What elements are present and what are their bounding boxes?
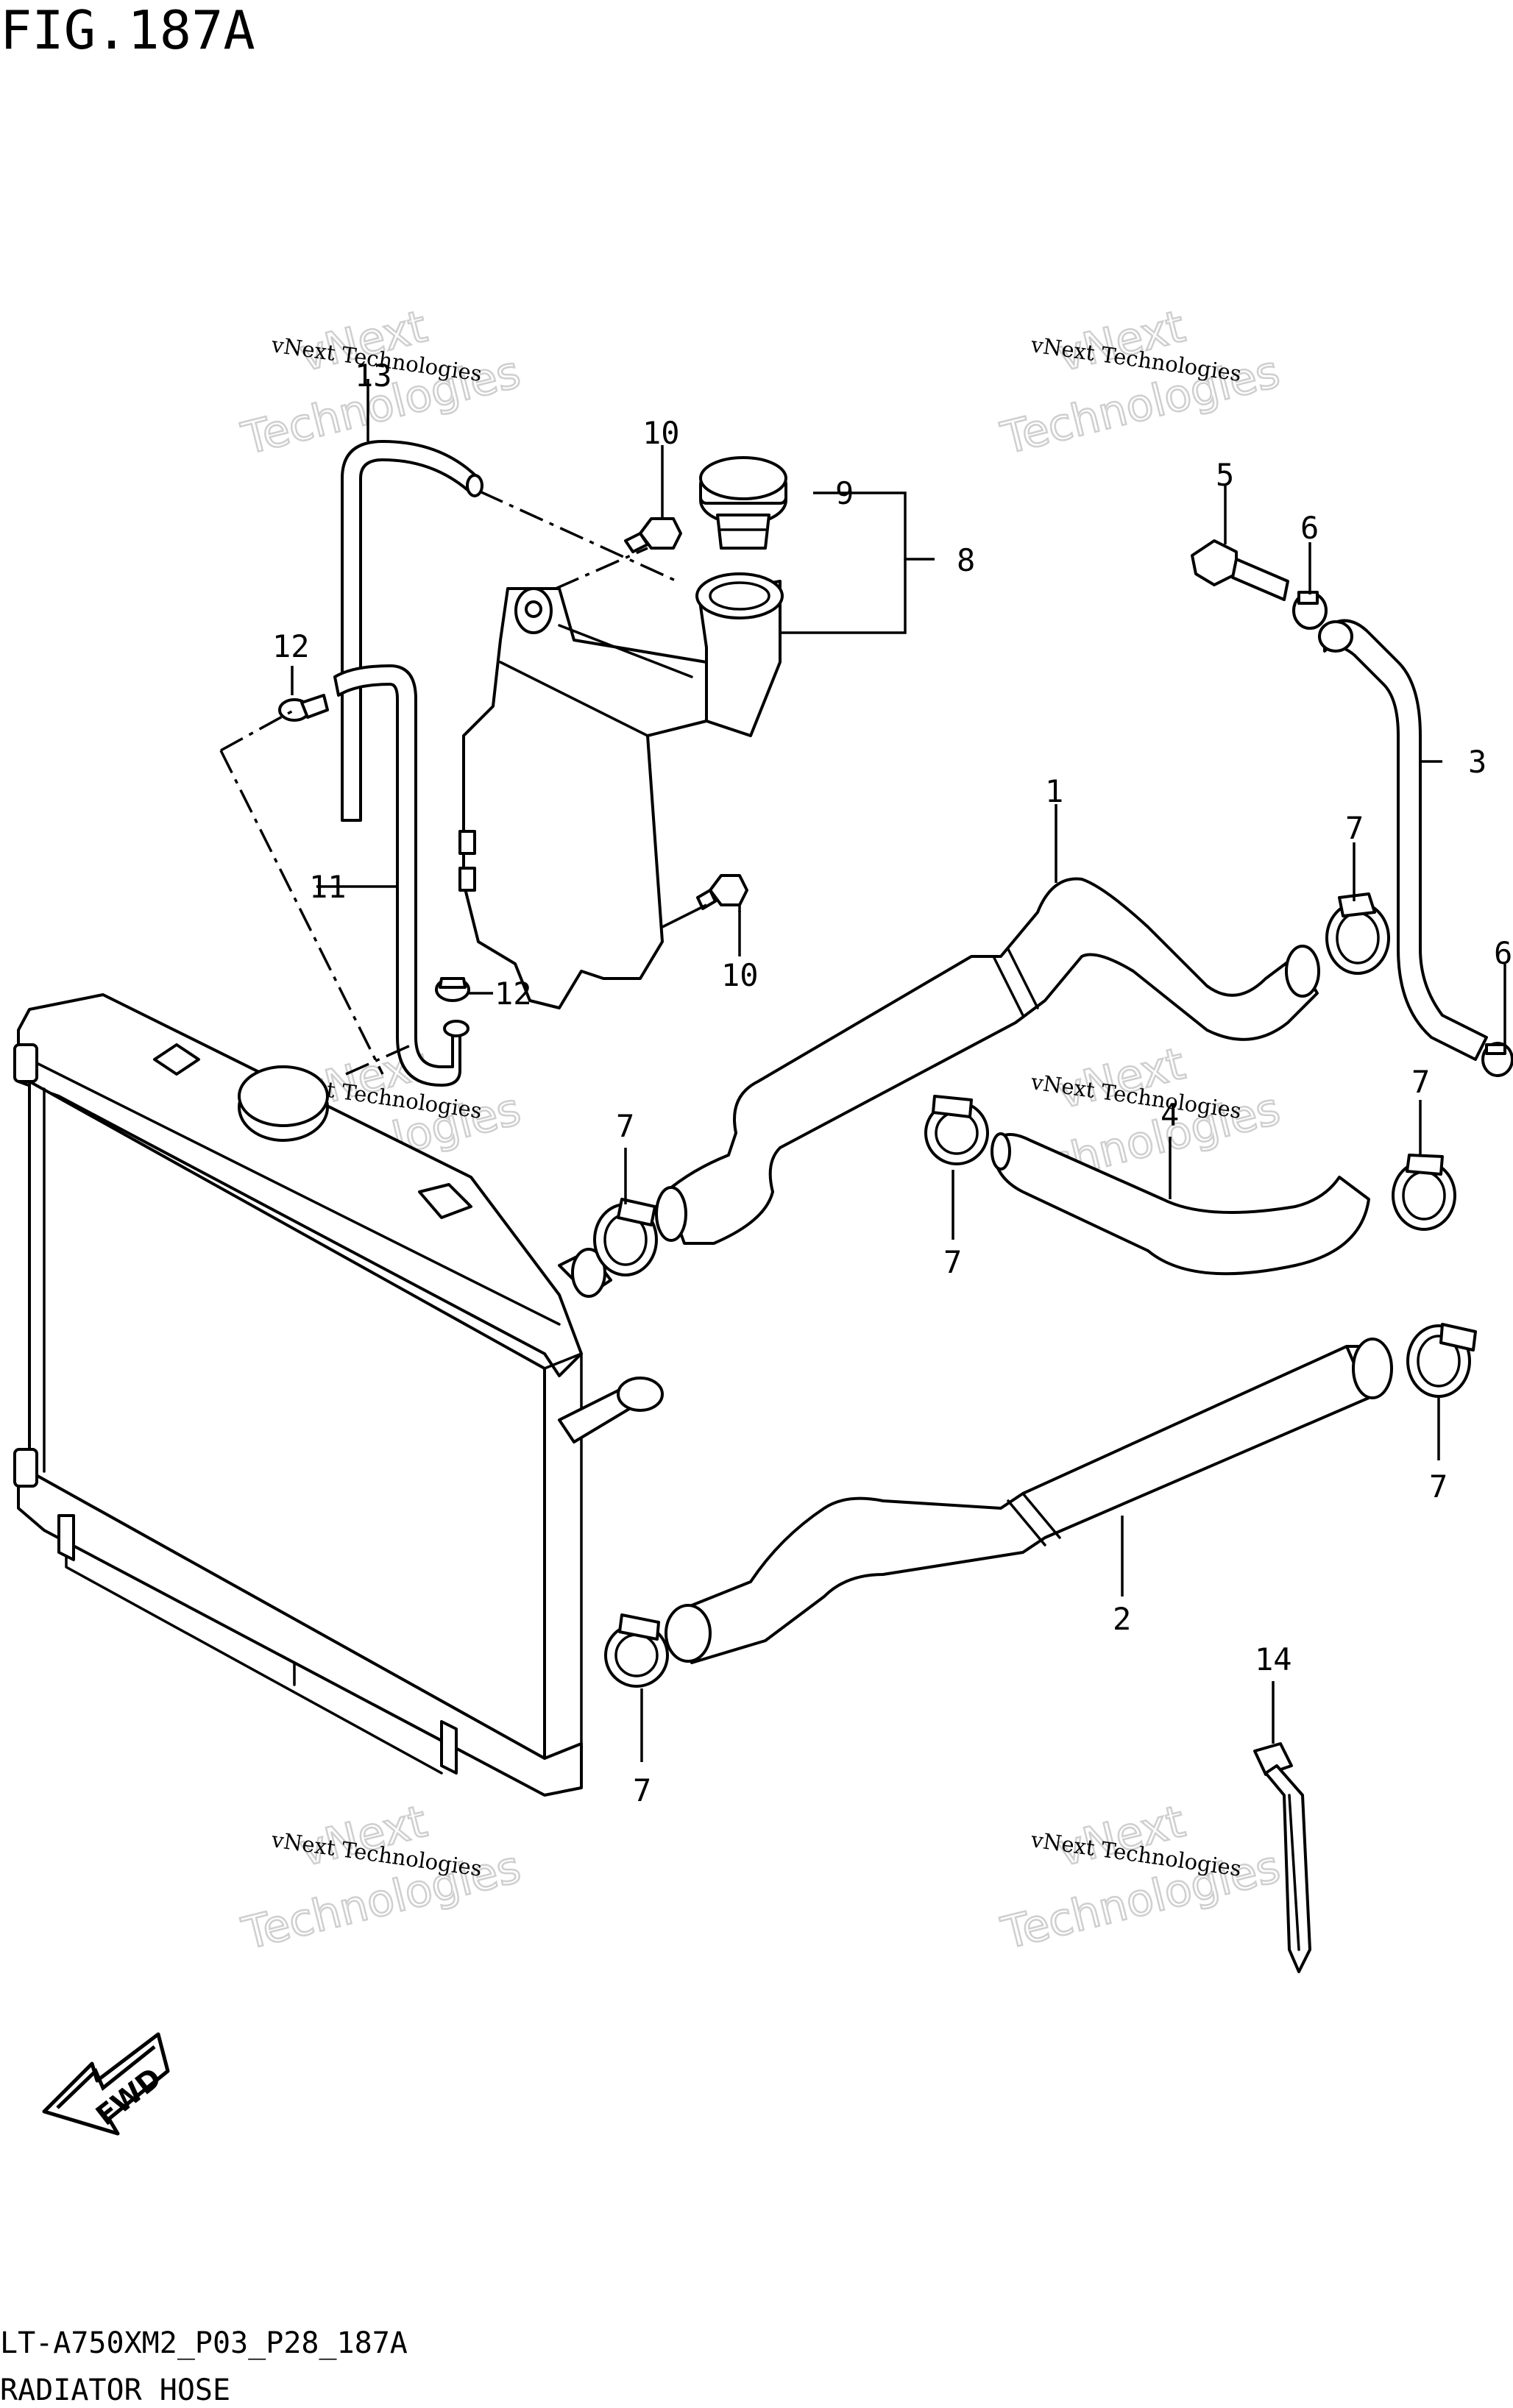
callout-10-lower: 10 <box>721 957 759 993</box>
watermark-bottom-left: vNext Technologies vNext Technologies <box>236 1795 526 1961</box>
assembly-lines <box>219 490 678 1076</box>
cable-tie <box>1253 1742 1311 1973</box>
bolt-upper <box>624 517 682 553</box>
leader-lines <box>291 379 1506 1762</box>
figure-title: FIG.187A <box>0 0 255 61</box>
hose-4 <box>991 1132 1370 1276</box>
callout-7-hose1-right: 7 <box>1345 810 1364 846</box>
clamp-6-upper <box>1292 591 1328 630</box>
clamp-7-hose4-left <box>924 1095 989 1165</box>
callout-6-lower: 6 <box>1494 935 1512 971</box>
fwd-arrow-badge: FWD <box>42 2032 170 2136</box>
radiator <box>13 993 664 1797</box>
clamp-7-hose1-left <box>593 1198 658 1276</box>
callout-14: 14 <box>1255 1641 1292 1677</box>
callout-5: 5 <box>1216 457 1234 493</box>
clamp-7-hose2-left <box>604 1613 669 1688</box>
clamp-12-lower <box>435 977 470 1002</box>
callout-7-hose2-right: 7 <box>1429 1468 1448 1505</box>
callout-7-hose2-left: 7 <box>633 1772 651 1808</box>
watermark-top-right: vNext Technologies vNext Technologies <box>996 300 1286 466</box>
callout-7-hose1-left: 7 <box>616 1108 634 1144</box>
reservoir-hose <box>333 664 470 1087</box>
callout-7-hose4-right: 7 <box>1411 1064 1430 1100</box>
reservoir-cap <box>699 456 787 550</box>
bolt-lower <box>696 874 748 910</box>
callout-12-lower: 12 <box>495 976 532 1012</box>
callout-8: 8 <box>957 542 975 578</box>
clamp-12-upper <box>278 694 329 722</box>
callout-13: 13 <box>355 358 392 394</box>
watermark-bottom-right: vNext Technologies vNext Technologies <box>996 1795 1286 1961</box>
clamp-7-hose4-right <box>1392 1154 1456 1231</box>
callout-6-upper: 6 <box>1300 510 1319 546</box>
callout-7-hose4-left: 7 <box>943 1244 962 1280</box>
reservoir-tank <box>458 572 784 1009</box>
diagram-code: LT-A750XM2_P03_P28_187A <box>0 2326 408 2360</box>
clamp-7-hose2-right <box>1406 1323 1477 1398</box>
clamp-7-hose1-right <box>1325 892 1390 975</box>
callout-10-upper: 10 <box>642 415 680 451</box>
callout-labels: 13 10 9 8 5 6 3 6 12 1 7 11 10 12 7 4 7 … <box>272 358 1512 1808</box>
hose-1 <box>655 877 1320 1245</box>
callout-2: 2 <box>1113 1601 1131 1637</box>
fitting-5 <box>1191 539 1289 601</box>
callout-4: 4 <box>1161 1097 1179 1133</box>
callout-9: 9 <box>835 475 854 511</box>
callout-1: 1 <box>1045 773 1063 809</box>
hose-3 <box>1318 619 1488 1061</box>
diagram-caption: RADIATOR HOSE <box>0 2373 230 2407</box>
callout-11: 11 <box>309 869 347 905</box>
hose-2 <box>665 1338 1393 1664</box>
overflow-tube <box>341 440 483 822</box>
callout-3: 3 <box>1468 744 1487 780</box>
clamp-6-lower <box>1481 1042 1513 1077</box>
callout-12-upper: 12 <box>272 628 310 664</box>
